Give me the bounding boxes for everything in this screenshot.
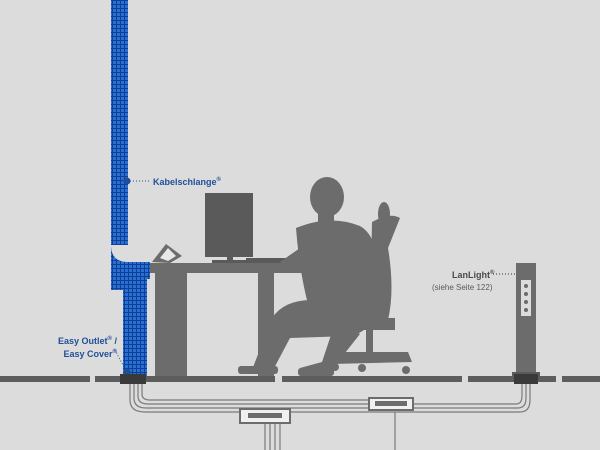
underfloor-cables xyxy=(129,382,531,450)
easy-outlet-label: Easy Outlet® / Easy Cover® xyxy=(58,334,117,360)
lanlight-note: (siehe Seite 122) xyxy=(432,283,493,292)
underfloor-junction-boxes xyxy=(239,397,414,424)
monitor xyxy=(205,193,290,263)
floor xyxy=(0,376,600,382)
easy-cover-text: Easy Cover xyxy=(63,349,113,359)
kabelschlange-text: Kabelschlange xyxy=(153,177,217,187)
office-chair xyxy=(331,202,412,374)
lanlight-label: LanLight® xyxy=(452,270,494,280)
person-silhouette xyxy=(238,177,381,376)
lanlight-mark: ® xyxy=(490,270,495,276)
lanlight-text: LanLight xyxy=(452,270,490,280)
desk xyxy=(150,263,390,379)
easy-outlet-sep: / xyxy=(111,336,117,346)
floor-outlets xyxy=(120,374,538,384)
kabelschlange-label: Kabelschlange® xyxy=(153,177,221,187)
cable-snake xyxy=(111,0,150,380)
easy-outlet-mark: ® xyxy=(107,336,112,342)
desk-outlet-box xyxy=(152,244,182,263)
kabelschlange-mark: ® xyxy=(216,177,221,183)
easy-outlet-text: Easy Outlet xyxy=(58,336,108,346)
lanlight-pole xyxy=(512,263,540,380)
easy-cover-mark: ® xyxy=(112,349,117,355)
